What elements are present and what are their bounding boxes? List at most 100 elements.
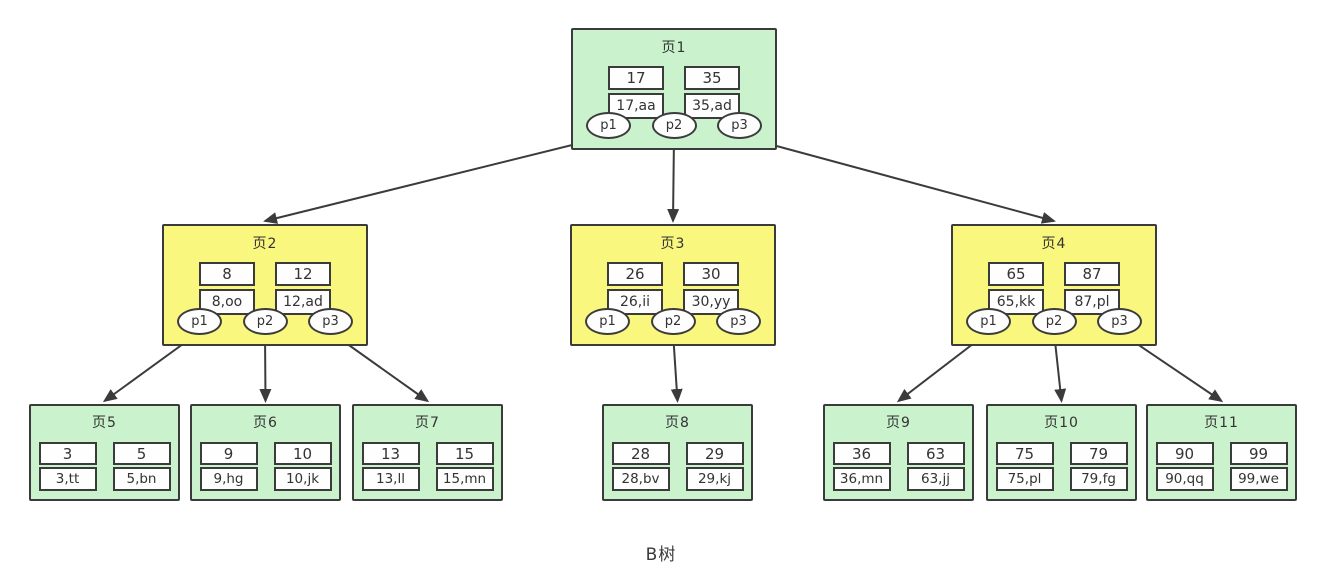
key-cell: 29 bbox=[685, 442, 744, 465]
key-cell: 28 bbox=[611, 442, 670, 465]
value-cell: 63,jj bbox=[906, 467, 965, 491]
entry: 90 90,qq bbox=[1155, 442, 1214, 491]
value-cell: 9,hg bbox=[199, 467, 258, 491]
value-cell: 90,qq bbox=[1155, 467, 1214, 491]
key-cell: 9 bbox=[199, 442, 258, 465]
node-page1: 页1 17 17,aa 35 35,ad p1 p2 p3 bbox=[571, 28, 777, 150]
pointer-page2-p2: p2 bbox=[242, 308, 288, 335]
node-title: 页5 bbox=[92, 415, 117, 431]
key-cell: 13 bbox=[361, 442, 420, 465]
key-cell: 12 bbox=[275, 262, 331, 286]
node-page11: 页11 90 90,qq 99 99,we bbox=[1146, 404, 1297, 501]
node-title: 页2 bbox=[252, 236, 278, 252]
key-cell: 26 bbox=[607, 262, 663, 286]
entry: 30 30,yy bbox=[683, 262, 739, 315]
entry: 99 99,we bbox=[1229, 442, 1288, 491]
node-page7: 页7 13 13,ll 15 15,mn bbox=[352, 404, 503, 501]
entries: 8 8,oo 12 12,ad bbox=[164, 262, 366, 315]
entries: 28 28,bv 29 29,kj bbox=[604, 442, 751, 491]
key-cell: 10 bbox=[273, 442, 332, 465]
entry: 75 75,pl bbox=[995, 442, 1054, 491]
entry: 17 17,aa bbox=[608, 66, 664, 119]
entries: 13 13,ll 15 15,mn bbox=[354, 442, 501, 491]
entry: 5 5,bn bbox=[112, 442, 171, 491]
node-title: 页9 bbox=[886, 415, 911, 431]
entry: 9 9,hg bbox=[199, 442, 258, 491]
value-cell: 5,bn bbox=[112, 467, 171, 491]
key-cell: 63 bbox=[906, 442, 965, 465]
key-cell: 79 bbox=[1069, 442, 1128, 465]
entry: 35 35,ad bbox=[684, 66, 740, 119]
node-page5: 页5 3 3,tt 5 5,bn bbox=[29, 404, 180, 501]
pointer-page2-p1: p1 bbox=[177, 308, 222, 335]
entries: 9 9,hg 10 10,jk bbox=[192, 442, 339, 491]
node-page6: 页6 9 9,hg 10 10,jk bbox=[190, 404, 341, 501]
diagram-caption: B树 bbox=[645, 545, 677, 565]
node-page8: 页8 28 28,bv 29 29,kj bbox=[602, 404, 753, 501]
key-cell: 75 bbox=[995, 442, 1054, 465]
node-title: 页7 bbox=[415, 415, 440, 431]
entries: 90 90,qq 99 99,we bbox=[1148, 442, 1295, 491]
value-cell: 28,bv bbox=[611, 467, 670, 491]
value-cell: 75,pl bbox=[995, 467, 1054, 491]
entries: 36 36,mn 63 63,jj bbox=[825, 442, 972, 491]
entry: 63 63,jj bbox=[906, 442, 965, 491]
key-cell: 36 bbox=[832, 442, 891, 465]
value-cell: 30,yy bbox=[683, 289, 739, 315]
key-cell: 3 bbox=[38, 442, 97, 465]
key-cell: 5 bbox=[112, 442, 171, 465]
key-cell: 99 bbox=[1229, 442, 1288, 465]
arrow-page1-p3-to-page4 bbox=[739, 135, 1056, 224]
key-cell: 17 bbox=[608, 66, 664, 90]
value-cell: 99,we bbox=[1229, 467, 1288, 491]
pointer-page1-p1: p1 bbox=[586, 112, 631, 139]
entry: 3 3,tt bbox=[38, 442, 97, 491]
arrow-page1-p1-to-page2 bbox=[263, 135, 609, 224]
node-page9: 页9 36 36,mn 63 63,jj bbox=[823, 404, 974, 501]
value-cell: 10,jk bbox=[273, 467, 332, 491]
entry: 10 10,jk bbox=[273, 442, 332, 491]
node-title: 页10 bbox=[1044, 415, 1079, 431]
entry: 36 36,mn bbox=[832, 442, 891, 491]
entry: 13 13,ll bbox=[361, 442, 420, 491]
pointer-page2-p3: p3 bbox=[308, 308, 353, 335]
value-cell: 79,fg bbox=[1069, 467, 1128, 491]
node-title: 页1 bbox=[661, 40, 687, 56]
value-cell: 15,mn bbox=[435, 467, 494, 491]
pointer-page4-p3: p3 bbox=[1097, 308, 1142, 335]
entries: 75 75,pl 79 79,fg bbox=[988, 442, 1135, 491]
value-cell: 13,ll bbox=[361, 467, 420, 491]
key-cell: 87 bbox=[1064, 262, 1120, 286]
entry: 29 29,kj bbox=[685, 442, 744, 491]
pointer-page4-p2: p2 bbox=[1031, 308, 1077, 335]
pointer-page3-p3: p3 bbox=[716, 308, 761, 335]
entry: 15 15,mn bbox=[435, 442, 494, 491]
node-title: 页3 bbox=[660, 236, 686, 252]
node-title: 页11 bbox=[1204, 415, 1239, 431]
key-cell: 90 bbox=[1155, 442, 1214, 465]
key-cell: 35 bbox=[684, 66, 740, 90]
value-cell: 29,kj bbox=[685, 467, 744, 491]
node-page10: 页10 75 75,pl 79 79,fg bbox=[986, 404, 1137, 501]
node-title: 页8 bbox=[665, 415, 690, 431]
pointers: p1 p2 p3 bbox=[573, 112, 775, 139]
node-title: 页4 bbox=[1041, 236, 1067, 252]
pointers: p1 p2 p3 bbox=[572, 308, 774, 335]
pointers: p1 p2 p3 bbox=[953, 308, 1155, 335]
entry: 87 87,pl bbox=[1064, 262, 1120, 315]
pointer-page1-p3: p3 bbox=[717, 112, 762, 139]
entry: 26 26,ii bbox=[607, 262, 663, 315]
value-cell: 36,mn bbox=[832, 467, 891, 491]
pointer-page3-p2: p2 bbox=[650, 308, 696, 335]
pointers: p1 p2 p3 bbox=[164, 308, 366, 335]
entries: 3 3,tt 5 5,bn bbox=[31, 442, 178, 491]
node-title: 页6 bbox=[253, 415, 278, 431]
key-cell: 8 bbox=[199, 262, 255, 286]
entries: 17 17,aa 35 35,ad bbox=[573, 66, 775, 119]
pointer-page4-p1: p1 bbox=[966, 308, 1011, 335]
node-page2: 页2 8 8,oo 12 12,ad p1 p2 p3 bbox=[162, 224, 368, 346]
key-cell: 15 bbox=[435, 442, 494, 465]
entries: 26 26,ii 30 30,yy bbox=[572, 262, 774, 315]
pointer-page1-p2: p2 bbox=[651, 112, 697, 139]
